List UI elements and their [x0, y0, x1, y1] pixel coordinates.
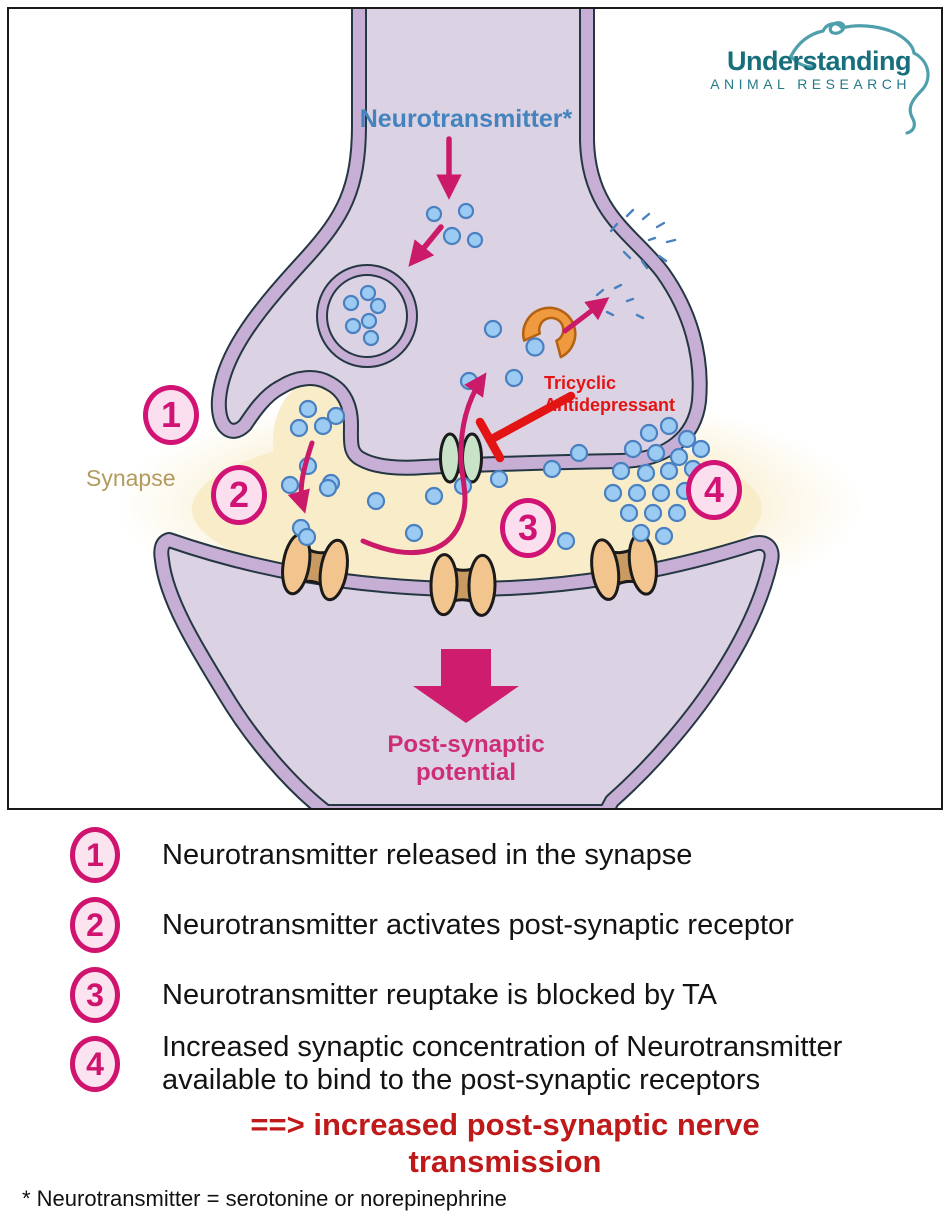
post-synaptic-arrow-icon: [413, 649, 519, 723]
legend-number-badge: 3: [70, 967, 120, 1023]
blocker-icon: [475, 391, 576, 463]
legend-text: Neurotransmitter reuptake is blocked by …: [162, 978, 718, 1011]
reuptake-transporter-icon: [439, 432, 483, 484]
neurotransmitter-label: Neurotransmitter*: [359, 105, 573, 133]
post-synaptic-potential-label: Post-synaptic potential: [341, 731, 591, 787]
tricyclic-antidepressant-label: Tricyclic Antidepressant: [544, 372, 675, 416]
legend-item-1: 1 Neurotransmitter released in the synap…: [70, 826, 930, 884]
footnote: * Neurotransmitter = serotonine or norep…: [22, 1186, 507, 1211]
postsynaptic-receptor-icon: [281, 532, 349, 602]
degradation-arrow-icon: [562, 297, 610, 334]
release-arrow-icon: [408, 136, 462, 267]
pocket-arrow-icon: [287, 440, 315, 514]
postsynaptic-receptor-icon: [590, 533, 658, 601]
legend-number: 1: [86, 836, 104, 873]
marker-number: 1: [160, 394, 182, 435]
conclusion-text: ==> increased post-synaptic nerve transm…: [55, 1106, 950, 1180]
conclusion-line1: ==> increased post-synaptic nerve: [250, 1107, 760, 1142]
legend-item-3: 3 Neurotransmitter reuptake is blocked b…: [70, 966, 930, 1024]
legend-number-badge: 2: [70, 897, 120, 953]
conclusion-line2: transmission: [408, 1144, 602, 1179]
legend-number-badge: 1: [70, 827, 120, 883]
tricyclic-line1: Tricyclic: [544, 373, 617, 393]
legend-text: Neurotransmitter activates post-synaptic…: [162, 908, 794, 941]
legend-item-4: 4 Increased synaptic concentration of Ne…: [70, 1026, 930, 1102]
marker-number: 2: [228, 474, 250, 515]
psp-line1: Post-synaptic: [387, 731, 545, 758]
marker-number: 3: [517, 507, 539, 548]
reuptake-arrow-icon: [360, 372, 487, 555]
logo-title: Understanding: [726, 46, 912, 76]
legend-item-2: 2 Neurotransmitter activates post-synapt…: [70, 896, 930, 954]
legend-number: 3: [86, 976, 104, 1013]
synapse-label: Synapse: [86, 465, 176, 491]
legend-number: 4: [86, 1045, 104, 1082]
neurotransmitter-dots: [280, 202, 711, 551]
legend-number-badge: 4: [70, 1036, 120, 1092]
legend-number: 2: [86, 906, 104, 943]
enzyme-icon: [522, 306, 577, 359]
synapse-illustration: [114, 9, 930, 808]
postsynaptic-receptor-icon: [429, 553, 497, 617]
tricyclic-line2: Antidepressant: [544, 395, 676, 415]
diagram-marker-2: 2: [211, 465, 267, 525]
legend-text: Increased synaptic concentration of Neur…: [162, 1031, 843, 1096]
logo-subtitle: ANIMAL RESEARCH: [710, 76, 911, 93]
diagram-marker-3: 3: [500, 498, 556, 558]
marker-number: 4: [703, 469, 725, 510]
psp-line2: potential: [416, 759, 516, 786]
logo: Understanding ANIMAL RESEARCH: [569, 47, 911, 92]
diagram-marker-1: 1: [143, 385, 199, 445]
legend-text: Neurotransmitter released in the synapse: [162, 838, 693, 871]
degraded-neurotransmitter-dashes: [589, 208, 677, 320]
synapse-diagram-frame: Understanding ANIMAL RESEARCH Neurotrans…: [7, 7, 943, 810]
mouse-logo-icon: [789, 21, 930, 135]
diagram-marker-4: 4: [686, 460, 742, 520]
